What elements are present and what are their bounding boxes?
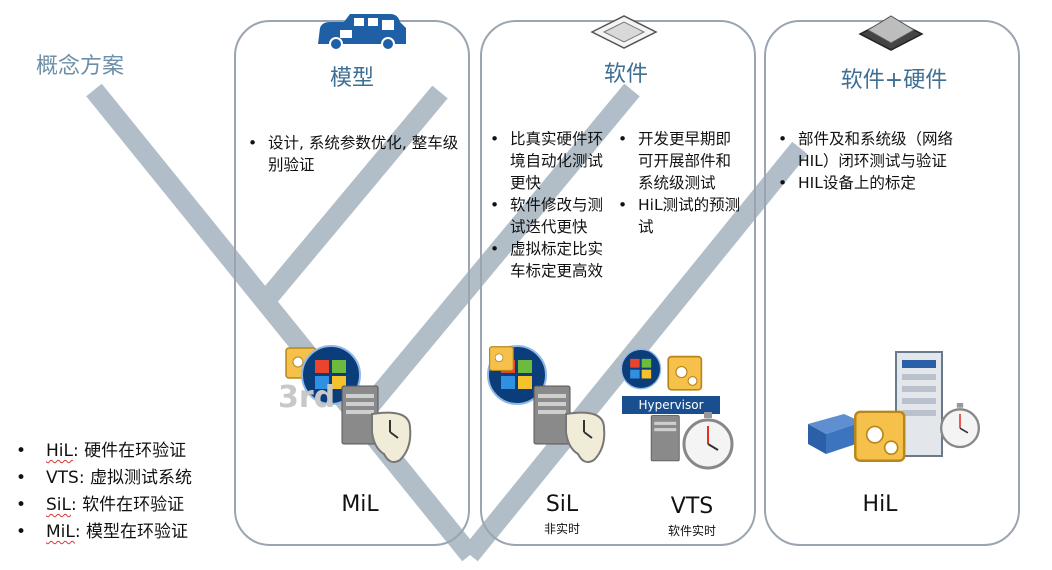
gear-box-icon [667,355,703,391]
car-icon [318,14,406,50]
panel-title-hardware: 软件+硬件 [840,68,948,93]
legend-abbr: MiL [46,522,75,542]
hardware-bullets: 部件及和系统级（网络HIL）闭环测试与验证 HIL设备上的标定 [778,128,974,194]
chip-icon [590,15,658,49]
melting-clock-icon [565,411,606,463]
hypervisor-label: Hypervisor [622,396,720,414]
legend-abbr: VTS [46,468,79,488]
windows-logo-icon [620,348,662,390]
legend-item: SiL: 软件在环验证 [12,492,192,519]
legend-item: MiL: 模型在环验证 [12,519,192,546]
label-sil: SiL [545,492,579,517]
panel-hardware [764,20,1020,546]
panel-model [234,20,470,546]
melting-clock-icon [371,411,412,463]
legend-item: VTS: 虚拟测试系统 [12,465,192,492]
gear-box-icon [488,346,514,372]
label-sil-sub: 非实时 [543,522,580,536]
concept-label: 概念方案 [36,54,125,79]
abbreviation-legend: HiL: 硬件在环验证 VTS: 虚拟测试系统 SiL: 软件在环验证 MiL:… [12,438,192,546]
software-bullet: 比真实硬件环境自动化测试更快 [490,128,610,194]
model-bullet: 设计, 系统参数优化, 整车级别验证 [248,132,464,176]
software-bullet: HiL测试的预测试 [618,194,742,238]
legend-item: HiL: 硬件在环验证 [12,438,192,465]
panel-title-model: 模型 [329,66,374,91]
third-party-label: 3rd [278,380,336,415]
software-bullet: 虚拟标定比实车标定更高效 [490,238,610,282]
chip-heatsink-icon [858,15,924,51]
stopwatch-icon [939,403,981,449]
software-bullets-left: 比真实硬件环境自动化测试更快 软件修改与测试迭代更快 虚拟标定比实车标定更高效 [490,128,610,282]
legend-text: : 虚拟测试系统 [78,468,192,488]
hardware-bullet: 部件及和系统级（网络HIL）闭环测试与验证 [778,128,974,172]
legend-text: : 模型在环验证 [74,522,189,542]
server-icon [650,415,680,462]
legend-abbr: HiL [46,441,73,461]
software-bullet: 软件修改与测试迭代更快 [490,194,610,238]
label-mil: MiL [341,492,379,517]
label-hil: HiL [862,492,898,517]
label-vts-sub: 软件实时 [667,524,716,538]
hil-box-icon [808,414,862,454]
model-bullets: 设计, 系统参数优化, 整车级别验证 [248,132,464,176]
legend-text: : 硬件在环验证 [72,441,187,461]
stopwatch-icon [682,412,734,470]
software-bullets-right: 开发更早期即可开展部件和系统级测试 HiL测试的预测试 [618,128,742,238]
legend-abbr: SiL [46,495,71,515]
label-vts: VTS [670,494,714,519]
server-icon [341,385,379,445]
server-icon [533,385,571,445]
software-bullet: 开发更早期即可开展部件和系统级测试 [618,128,742,194]
hardware-bullet: HIL设备上的标定 [778,172,974,194]
legend-text: : 软件在环验证 [71,495,185,515]
panel-title-software: 软件 [603,62,648,87]
gear-box-icon [854,410,906,462]
